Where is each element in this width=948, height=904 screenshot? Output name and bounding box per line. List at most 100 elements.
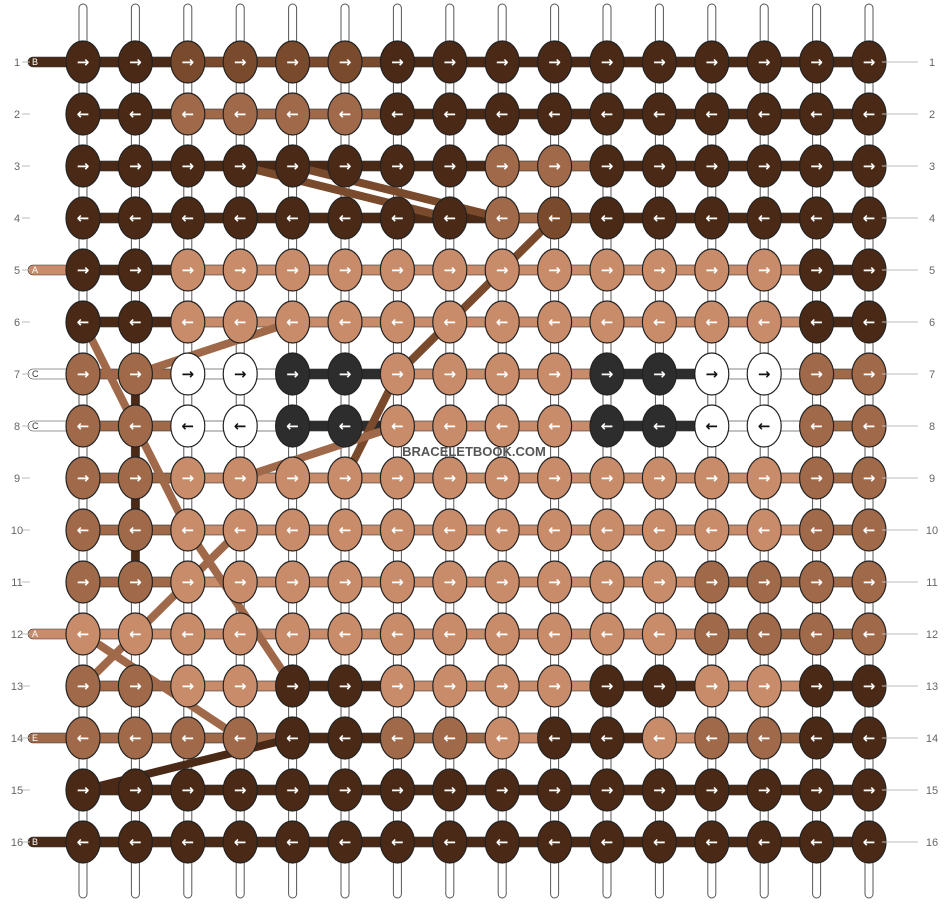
- row-label-left: 1: [14, 57, 20, 69]
- row-label-left: 15: [11, 785, 23, 797]
- knot: [170, 144, 206, 188]
- diagonal-thread: [236, 162, 454, 222]
- left-arrow-icon: ←: [339, 729, 352, 747]
- knot: [641, 456, 678, 500]
- left-arrow-icon: ←: [129, 417, 142, 435]
- right-arrow-icon: →: [653, 573, 666, 591]
- knot: [222, 40, 258, 84]
- left-arrow-icon: ←: [653, 833, 666, 851]
- left-arrow-icon: ←: [548, 417, 561, 435]
- left-arrow-icon: ←: [706, 833, 719, 851]
- right-arrow-icon: →: [653, 157, 666, 175]
- right-arrow-icon: →: [129, 365, 142, 383]
- knot: [275, 560, 311, 604]
- right-arrow-icon: →: [286, 157, 299, 175]
- knot: [65, 716, 101, 760]
- right-arrow-icon: →: [810, 261, 823, 279]
- right-arrow-icon: →: [234, 157, 247, 175]
- knot: [694, 404, 730, 448]
- left-arrow-icon: ←: [444, 209, 457, 227]
- left-arrow-icon: ←: [548, 521, 561, 539]
- left-arrow-icon: ←: [601, 417, 614, 435]
- right-arrow-icon: →: [496, 365, 509, 383]
- knot: [379, 144, 415, 188]
- left-arrow-icon: ←: [129, 209, 142, 227]
- knot: [170, 508, 206, 552]
- right-arrow-icon: →: [863, 365, 876, 383]
- left-arrow-icon: ←: [182, 833, 195, 851]
- knot: [432, 40, 468, 84]
- knot: [65, 248, 101, 292]
- right-arrow-icon: →: [339, 573, 352, 591]
- left-arrow-icon: ←: [286, 313, 299, 331]
- right-arrow-icon: →: [182, 157, 195, 175]
- knot: [432, 664, 468, 708]
- right-arrow-icon: →: [496, 53, 509, 71]
- right-arrow-icon: →: [391, 53, 404, 71]
- knot: [117, 664, 153, 708]
- right-arrow-icon: →: [758, 677, 771, 695]
- knot: [327, 820, 363, 864]
- knot: [432, 196, 468, 240]
- knot: [170, 40, 206, 84]
- knot: [117, 196, 153, 240]
- right-arrow-icon: →: [758, 53, 771, 71]
- knot: [746, 352, 782, 396]
- knot: [798, 820, 835, 864]
- right-arrow-icon: →: [548, 365, 561, 383]
- knot: [275, 768, 311, 812]
- row-label-right: 10: [926, 525, 938, 537]
- left-arrow-icon: ←: [77, 105, 90, 123]
- left-arrow-icon: ←: [77, 313, 90, 331]
- knot: [432, 508, 468, 552]
- right-arrow-icon: →: [496, 469, 509, 487]
- knot: [432, 92, 468, 136]
- knot: [536, 40, 573, 84]
- row-label-right: 16: [926, 837, 938, 849]
- knot: [327, 560, 363, 604]
- knot: [170, 456, 206, 500]
- knot: [327, 196, 363, 240]
- left-arrow-icon: ←: [653, 209, 666, 227]
- knot: [798, 768, 835, 812]
- knot: [589, 456, 625, 500]
- left-arrow-icon: ←: [496, 729, 509, 747]
- knot: [327, 248, 363, 292]
- left-arrow-icon: ←: [444, 521, 457, 539]
- knot: [117, 144, 153, 188]
- right-arrow-icon: →: [129, 157, 142, 175]
- knot: [65, 40, 101, 84]
- diagonal-thread: [288, 162, 507, 222]
- right-arrow-icon: →: [391, 261, 404, 279]
- knot-grid: → → → → → → → → → → → → → → → → ← ← ← ← ← ← ← ← ← ← ← ← ← ← ← ← → → → → → → → →…: [65, 40, 887, 864]
- knot: [798, 508, 835, 552]
- knot: [641, 300, 678, 344]
- knot: [170, 248, 206, 292]
- knot: [641, 664, 678, 708]
- right-arrow-icon: →: [391, 573, 404, 591]
- right-arrow-icon: →: [653, 365, 666, 383]
- left-arrow-icon: ←: [863, 417, 876, 435]
- left-arrow-icon: ←: [653, 313, 666, 331]
- knot: [222, 508, 258, 552]
- row-label-left: 2: [14, 109, 20, 121]
- knot: [641, 196, 678, 240]
- knot: [432, 560, 468, 604]
- left-arrow-icon: ←: [758, 417, 771, 435]
- right-arrow-icon: →: [182, 573, 195, 591]
- left-arrow-icon: ←: [706, 105, 719, 123]
- right-arrow-icon: →: [339, 53, 352, 71]
- knot: [379, 508, 415, 552]
- right-arrow-icon: →: [863, 157, 876, 175]
- knot: [798, 560, 835, 604]
- strand-label: C: [32, 369, 39, 379]
- left-arrow-icon: ←: [863, 209, 876, 227]
- right-arrow-icon: →: [129, 469, 142, 487]
- left-arrow-icon: ←: [182, 313, 195, 331]
- knot: [65, 768, 101, 812]
- knot: [694, 768, 730, 812]
- row-label-right: 8: [929, 421, 935, 433]
- knot: [432, 612, 468, 656]
- left-arrow-icon: ←: [810, 625, 823, 643]
